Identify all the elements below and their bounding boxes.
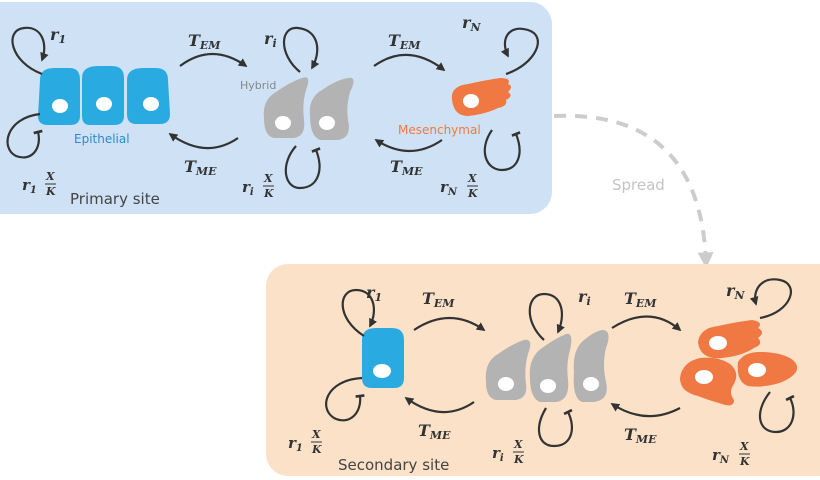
- label-t-me-1: TME: [184, 157, 217, 178]
- label-t-em-2: TEM: [388, 31, 421, 52]
- arrow-t-em-2: [373, 53, 446, 72]
- nucleus: [540, 379, 556, 393]
- secondary-hybrid-cells: [485, 330, 609, 402]
- primary-mesenchymal-cell: [451, 78, 511, 116]
- sec-label-t-em-1: TEM: [422, 289, 455, 310]
- sec-loop-ri-death: [537, 407, 573, 448]
- hybrid-cell: [485, 339, 531, 400]
- svg-text:X: X: [513, 438, 523, 451]
- sec-label-death-r1: r1 X K: [288, 428, 322, 456]
- label-death-ri: ri X K: [242, 172, 274, 200]
- nucleus: [319, 116, 335, 130]
- nucleus: [498, 377, 514, 391]
- loop-r1-death: [6, 112, 43, 159]
- svg-text:K: K: [467, 187, 478, 200]
- arrow-t-em-1: [179, 53, 248, 68]
- svg-text:ri: ri: [492, 444, 504, 464]
- label-ri: ri: [264, 29, 277, 50]
- primary-epithelial-cells: [38, 66, 170, 125]
- svg-text:r1: r1: [288, 434, 303, 454]
- svg-text:X: X: [263, 172, 273, 185]
- epithelial-cell: [127, 68, 170, 124]
- sec-arrow-t-me-2: [610, 403, 681, 418]
- svg-text:K: K: [311, 443, 322, 456]
- svg-text:rN: rN: [712, 446, 730, 466]
- epithelial-cell: [362, 328, 404, 388]
- loop-rN-death: [483, 129, 521, 172]
- svg-text:K: K: [739, 455, 750, 468]
- sec-loop-r1-death: [325, 376, 365, 422]
- arrow-t-me-1: [168, 132, 239, 150]
- label-t-em-1: TEM: [188, 31, 221, 52]
- loop-rN-growth: [500, 27, 539, 76]
- sec-label-r1: r1: [366, 283, 382, 304]
- sec-label-rN: rN: [726, 281, 745, 302]
- nucleus: [373, 364, 391, 378]
- nucleus: [275, 116, 291, 130]
- epithelial-cell: [38, 68, 80, 125]
- primary-hybrid-cells: [263, 77, 354, 140]
- hybrid-cell: [573, 330, 609, 402]
- label-death-rN: rN X K: [440, 172, 478, 200]
- label-r1: r1: [50, 25, 66, 46]
- hybrid-cell: [263, 77, 309, 138]
- spread-label: Spread: [612, 176, 665, 194]
- nucleus: [463, 94, 479, 108]
- svg-text:X: X: [739, 440, 749, 453]
- svg-text:rN: rN: [440, 178, 458, 198]
- sec-label-death-rN: rN X K: [712, 440, 750, 468]
- svg-text:X: X: [45, 170, 55, 183]
- nucleus: [52, 99, 68, 113]
- sec-arrow-t-me-1: [404, 396, 475, 414]
- sec-arrow-t-em-2: [611, 315, 682, 332]
- primary-site-label: Primary site: [70, 190, 160, 208]
- svg-text:K: K: [263, 187, 274, 200]
- nucleus: [695, 370, 713, 384]
- sec-label-t-me-2: TME: [624, 425, 657, 446]
- nucleus: [709, 336, 727, 350]
- mesenchymal-cell: [737, 352, 798, 387]
- label-t-me-2: TME: [390, 157, 423, 178]
- sec-label-death-ri: ri X K: [492, 438, 524, 466]
- secondary-epithelial-cell: [362, 328, 404, 388]
- loop-ri-growth: [283, 26, 320, 73]
- svg-text:ri: ri: [242, 178, 254, 198]
- sec-loop-r1-growth: [341, 288, 378, 337]
- label-rN: rN: [462, 13, 481, 34]
- mesenchymal-label: Mesenchymal: [398, 123, 481, 137]
- nucleus: [583, 377, 599, 391]
- secondary-mesenchymal-cells: [680, 320, 798, 406]
- nucleus: [748, 363, 766, 377]
- svg-text:X: X: [467, 172, 477, 185]
- nucleus: [96, 97, 112, 111]
- svg-text:K: K: [513, 453, 524, 466]
- hybrid-label: Hybrid: [240, 79, 276, 92]
- secondary-site-label: Secondary site: [338, 456, 449, 474]
- sec-label-ri: ri: [578, 287, 591, 308]
- loop-ri-death: [284, 145, 321, 190]
- svg-text:K: K: [45, 185, 56, 198]
- sec-label-t-em-2: TEM: [624, 289, 657, 310]
- sec-loop-rN-death: [758, 391, 795, 434]
- sec-loop-rN-growth: [749, 278, 792, 320]
- loop-r1-growth: [11, 26, 49, 76]
- epithelial-cell: [82, 66, 124, 125]
- nucleus: [143, 97, 159, 111]
- sec-label-t-me-1: TME: [418, 421, 451, 442]
- sec-arrow-t-em-1: [413, 317, 486, 332]
- svg-text:r1: r1: [22, 176, 37, 196]
- label-death-r1: r1 X K: [22, 170, 56, 198]
- sec-loop-ri-growth: [528, 292, 565, 341]
- arrow-t-me-2: [374, 139, 443, 152]
- epithelial-label: Epithelial: [74, 132, 130, 146]
- svg-text:X: X: [311, 428, 321, 441]
